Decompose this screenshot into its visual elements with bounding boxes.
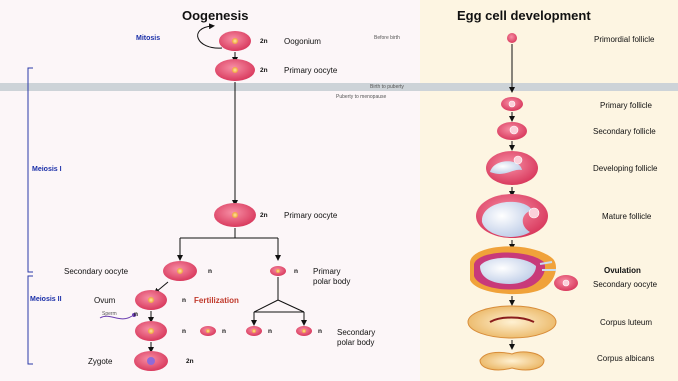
meiosis-1-label: Meiosis I xyxy=(32,166,62,173)
primary-polar-body-ploidy: n xyxy=(294,268,298,275)
primordial-follicle-label: Primordial follicle xyxy=(594,35,655,44)
oogonium-ploidy: 2n xyxy=(260,38,268,45)
polar-body-1-ploidy: n xyxy=(222,328,226,335)
meiosis-2-label: Meiosis II xyxy=(30,296,62,303)
secondary-oocyte-cell xyxy=(163,261,197,281)
developing-follicle xyxy=(486,151,538,185)
secondary-oocyte-ploidy: n xyxy=(208,268,212,275)
primary-polar-body-line2: polar body xyxy=(313,277,351,286)
polar-body-2-ploidy: n xyxy=(268,328,272,335)
oogonium-label: Oogonium xyxy=(284,37,321,46)
ovum-cell xyxy=(135,290,167,310)
secondary-polar-body-line2: polar body xyxy=(337,338,375,347)
oogonium-cell xyxy=(219,31,251,51)
ovulation-follicle xyxy=(470,246,556,295)
primary-oocyte-top-ploidy: 2n xyxy=(260,67,268,74)
zygote-cell xyxy=(134,351,168,371)
primary-follicle-label: Primary follicle xyxy=(600,101,653,110)
primary-oocyte-lower-label: Primary oocyte xyxy=(284,211,338,220)
corpus-albicans xyxy=(479,351,545,371)
fertilized-oocyte-cell xyxy=(135,321,167,341)
ovum-ploidy: n xyxy=(182,297,186,304)
egg-development-title: Egg cell development xyxy=(457,8,591,23)
mitosis-label: Mitosis xyxy=(136,35,161,42)
secondary-polar-body-1 xyxy=(200,326,216,336)
secondary-polar-body-3 xyxy=(296,326,312,336)
secondary-follicle xyxy=(497,122,527,140)
ovulated-secondary-oocyte xyxy=(554,275,578,291)
sperm-ploidy: n xyxy=(134,311,138,318)
birth-to-puberty-label: Birth to puberty xyxy=(370,84,404,90)
meiosis-2-bracket xyxy=(27,275,33,365)
puberty-to-menopause-label: Puberty to menopause xyxy=(336,94,387,100)
zygote-label: Zygote xyxy=(88,357,113,366)
primary-oocyte-top xyxy=(215,59,255,81)
primordial-follicle xyxy=(507,33,517,43)
fertilized-oocyte-ploidy: n xyxy=(182,328,186,335)
secondary-polar-body-line1: Secondary xyxy=(337,328,376,337)
secondary-oocyte-label: Secondary oocyte xyxy=(64,267,129,276)
oogenesis-panel xyxy=(420,0,421,381)
before-birth-label: Before birth xyxy=(374,35,400,41)
mature-follicle xyxy=(476,194,548,238)
primary-follicle xyxy=(501,97,523,111)
oogenesis-title: Oogenesis xyxy=(182,8,249,23)
corpus-luteum xyxy=(467,305,557,339)
zygote-ploidy: 2n xyxy=(186,358,194,365)
secondary-polar-body-2 xyxy=(246,326,262,336)
fertilization-label: Fertilization xyxy=(194,296,239,305)
primary-oocyte-lower xyxy=(214,203,256,227)
secondary-follicle-label: Secondary follicle xyxy=(593,127,656,136)
corpus-albicans-label: Corpus albicans xyxy=(597,354,655,363)
sperm-label: Sperm xyxy=(102,311,117,317)
ovulated-secondary-oocyte-label: Secondary oocyte xyxy=(593,280,658,289)
sperm-icon xyxy=(99,315,133,320)
primary-polar-body-line1: Primary xyxy=(313,267,341,276)
developing-follicle-label: Developing follicle xyxy=(593,164,658,173)
mature-follicle-label: Mature follicle xyxy=(602,212,652,221)
mitosis-loop-arrow xyxy=(197,23,223,49)
meiosis-1-bracket xyxy=(27,67,33,273)
birth-to-puberty-band xyxy=(0,83,678,91)
ovum-label: Ovum xyxy=(94,296,116,305)
corpus-luteum-label: Corpus luteum xyxy=(600,318,653,327)
primary-oocyte-lower-ploidy: 2n xyxy=(260,212,268,219)
primary-polar-body-cell xyxy=(270,266,286,276)
primary-oocyte-top-label: Primary oocyte xyxy=(284,66,338,75)
polar-body-3-ploidy: n xyxy=(318,328,322,335)
ovulation-label: Ovulation xyxy=(604,266,641,275)
